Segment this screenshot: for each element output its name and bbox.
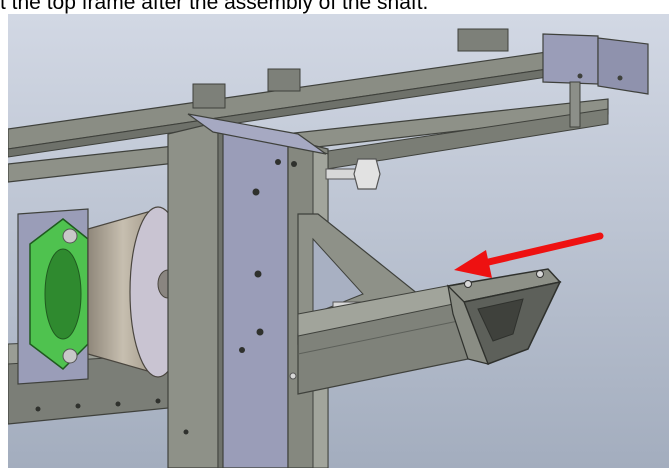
caption-text: t the top frame after the assembly of th… <box>0 0 429 14</box>
cantilever-arm <box>289 281 469 395</box>
bearing <box>29 218 89 370</box>
end-bracket <box>446 268 562 365</box>
red-arrow-icon <box>454 232 604 278</box>
cad-render-svg <box>8 14 669 468</box>
cad-render <box>8 14 669 468</box>
bolt <box>325 158 381 190</box>
